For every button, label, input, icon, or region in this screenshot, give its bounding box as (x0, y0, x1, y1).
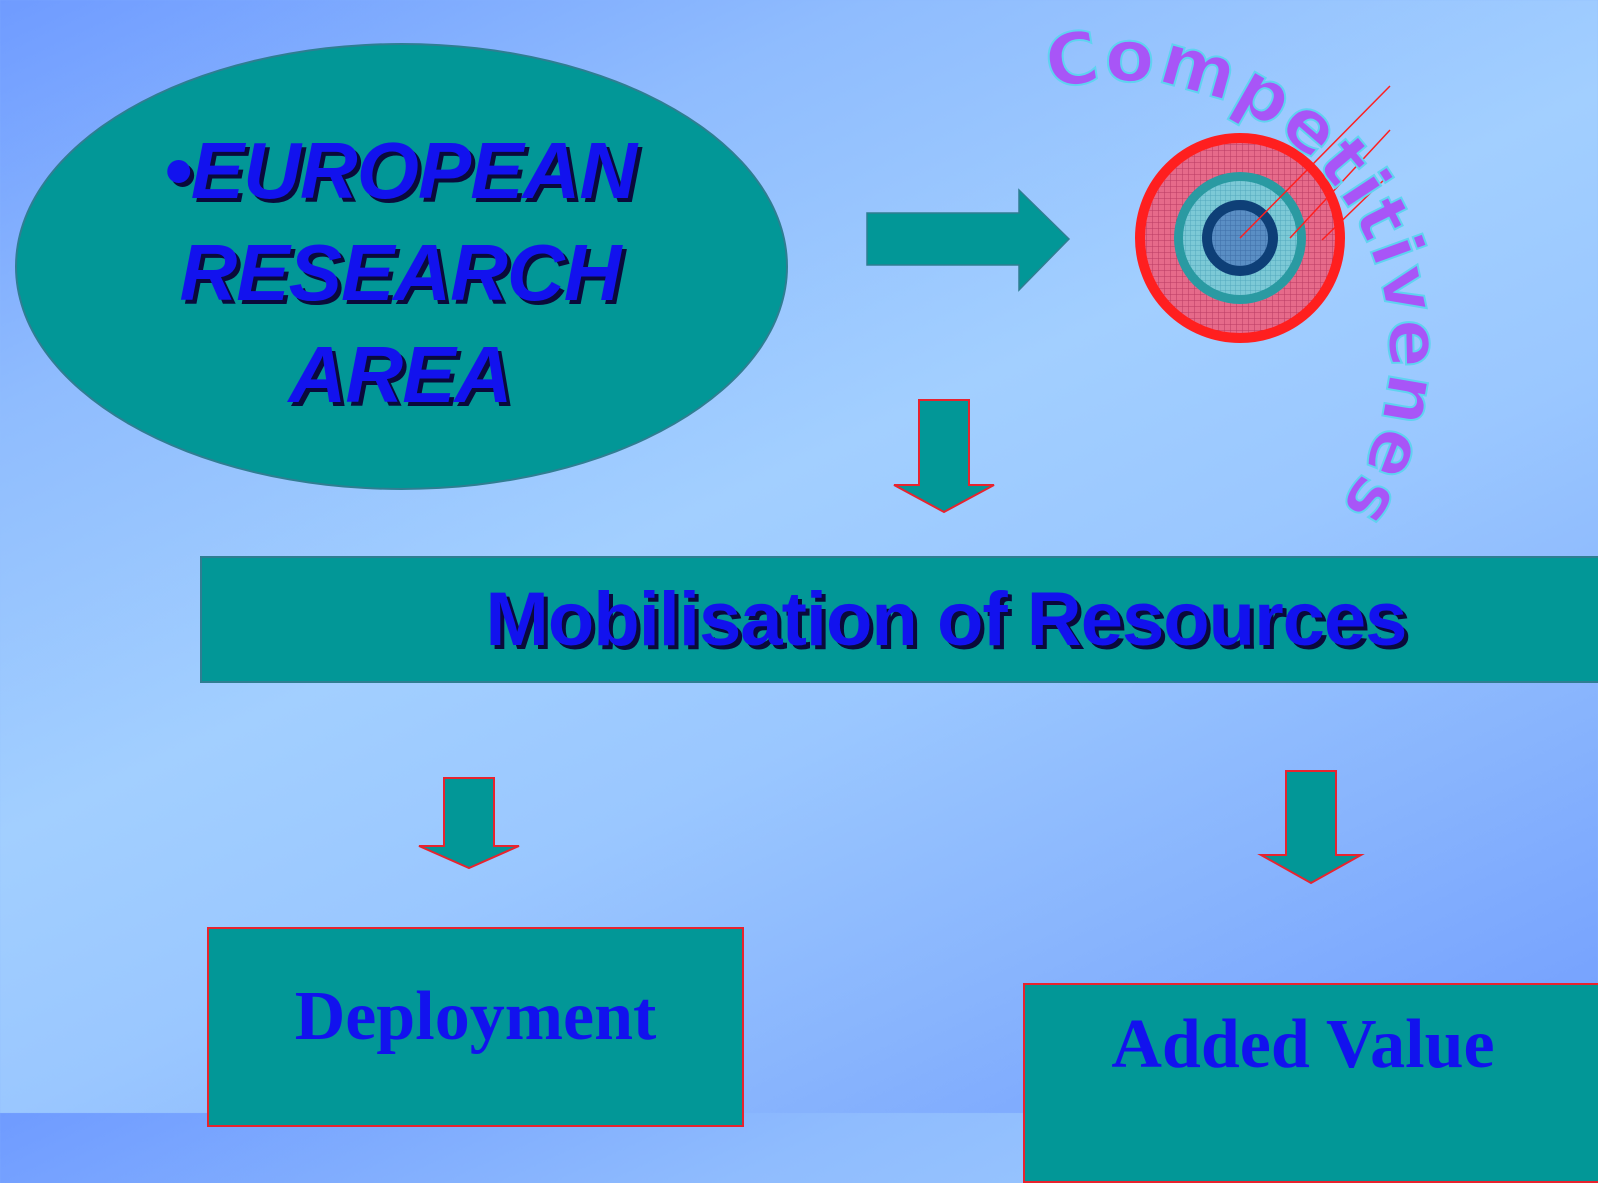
target-icon (1135, 85, 1391, 343)
down-arrow-icon (893, 399, 995, 514)
right-arrow-icon (866, 188, 1071, 292)
ellipse-line-2: RESEARCH (179, 228, 622, 317)
down-arrow-icon (1257, 770, 1365, 885)
mobilisation-label: Mobilisation of Resources (485, 577, 1408, 662)
diagram-graphics: Competitiveness (0, 0, 1456, 885)
bullet: • (163, 126, 192, 215)
european-research-area-ellipse (15, 43, 788, 490)
ellipse-line-3: AREA (288, 330, 513, 419)
ellipse-text: •EUROPEAN RESEARCH AREA (40, 120, 760, 426)
mobilisation-banner (200, 556, 1598, 683)
added-value-label: Added Value (1111, 1006, 1495, 1083)
down-arrow-icon (418, 777, 520, 870)
added-value-box: Added Value (1023, 983, 1598, 1183)
ellipse-line-1: •EUROPEAN (163, 126, 637, 215)
deployment-label: Deployment (294, 978, 657, 1055)
deployment-box: Deployment (207, 927, 744, 1127)
